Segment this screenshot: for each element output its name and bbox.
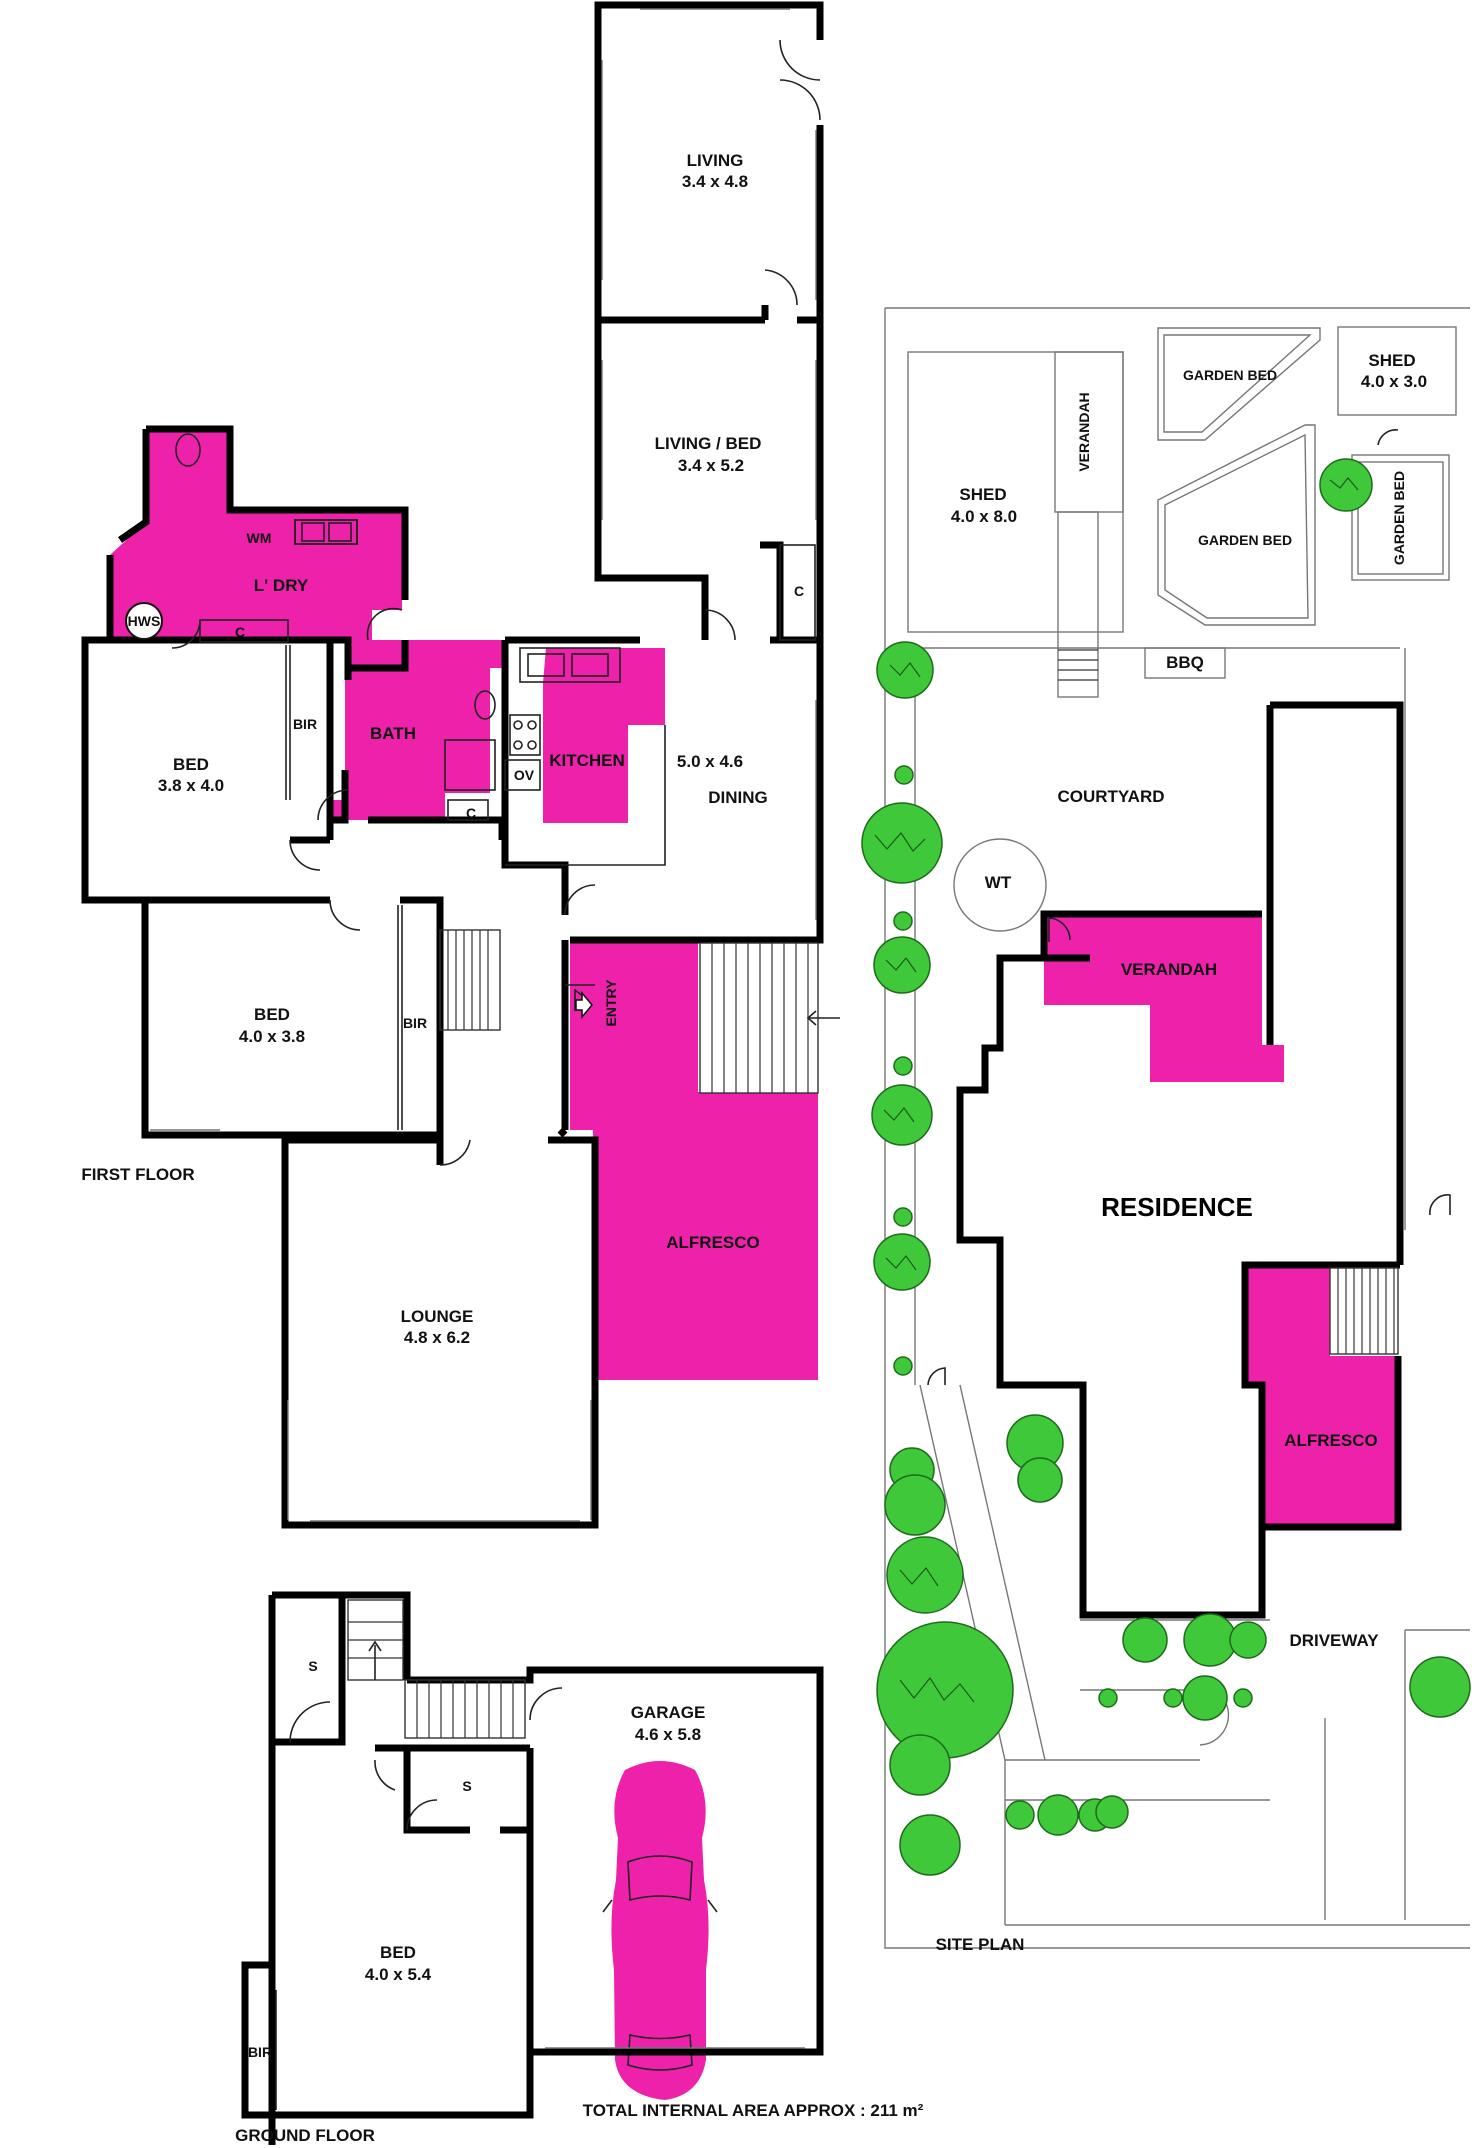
tree-icon [1183,1613,1237,1667]
bath-name: BATH [370,724,416,743]
shed-large-size: 4.0 x 8.0 [951,507,1017,526]
dining-name: DINING [708,788,768,807]
tree-icon [899,1814,961,1876]
shed-small-name: SHED [1368,351,1415,370]
tree-icon [1095,1795,1129,1829]
alfresco-label: ALFRESCO [666,1233,760,1252]
total-area: TOTAL INTERNAL AREA APPROX : 211 m² [583,2101,924,2120]
ground-floor-walls [241,1591,824,2145]
living-size: 3.4 x 4.8 [682,172,748,191]
shed-large-name: SHED [959,485,1006,504]
site-verandah-label: VERANDAH [1121,960,1217,979]
tree-icon [1229,1621,1267,1659]
lounge-size: 4.8 x 6.2 [404,1328,470,1347]
tree-icon [1037,1794,1079,1836]
wc-fill [146,429,230,514]
garage-size: 4.6 x 5.8 [635,1725,701,1744]
tree-icon [893,1356,913,1376]
site-alfresco-fill [1245,1265,1395,1527]
bed3-size: 4.0 x 5.4 [365,1965,432,1984]
site-verandah-fill [1044,914,1284,1082]
tree-icon [893,1207,913,1227]
first-floor-walls [81,1,824,1529]
tree-icon [1409,1656,1471,1718]
tree-icon [876,1621,1014,1759]
tree-icon [1006,1414,1064,1503]
highlight-fills [110,429,1395,2100]
living-bed-name: LIVING / BED [655,434,762,453]
wm-label: WM [247,530,272,546]
courtyard-label: COURTYARD [1057,787,1164,806]
garage-name: GARAGE [631,1703,706,1722]
hws-label: HWS [128,613,161,629]
garden-bed-1: GARDEN BED [1183,367,1277,383]
tree-icon [861,802,943,884]
car-icon [602,1761,718,2100]
kitchen-fill [543,648,665,823]
tree-icons [861,458,1471,1876]
bir3-label: BIR [248,2044,272,2060]
tree-icon [1233,1688,1253,1708]
kitchen-name: KITCHEN [549,751,625,770]
tree-icon [1098,1688,1118,1708]
tree-icon [889,1734,951,1796]
garden-bed-3: GARDEN BED [1391,471,1407,565]
tree-icon [884,1447,946,1536]
c-bath: C [466,805,476,821]
tree-icon [873,936,931,994]
bed3-name: BED [380,1943,416,1962]
site-alfresco-label: ALFRESCO [1284,1431,1378,1450]
tree-icon [876,641,934,699]
living-name: LIVING [687,151,744,170]
verandah-top-label: VERANDAH [1076,392,1092,471]
c-laundry: C [235,624,245,640]
dining-size: 5.0 x 4.6 [677,752,743,771]
living-bed-size: 3.4 x 5.2 [678,456,744,475]
tree-icon [1122,1617,1168,1663]
bed1-name: BED [173,755,209,774]
lounge-name: LOUNGE [401,1307,474,1326]
bbq-label: BBQ [1166,653,1204,672]
c-living: C [794,583,804,599]
bed2-size: 4.0 x 3.8 [239,1027,305,1046]
s1-label: S [308,1658,317,1674]
tree-icon [893,1056,913,1076]
garden-bed-2: GARDEN BED [1198,532,1292,548]
wt-label: WT [985,873,1012,892]
tree-icon [1319,458,1373,512]
bed1-size: 3.8 x 4.0 [158,776,224,795]
tree-icon [1163,1688,1183,1708]
entry-label: ENTRY [603,979,619,1027]
shed-small-size: 4.0 x 3.0 [1361,372,1427,391]
alfresco-fill [570,940,818,1380]
s2-label: S [462,1778,471,1794]
first-floor-title: FIRST FLOOR [81,1165,194,1184]
tree-icon [871,1084,933,1146]
tree-icon [893,911,913,931]
labels: LIVING 3.4 x 4.8 LIVING / BED 3.4 x 5.2 … [81,151,1427,2145]
tree-icon [886,1536,964,1614]
tree-icon [1182,1675,1228,1721]
first-floor-details [125,8,840,1522]
site-plan-title: SITE PLAN [936,1935,1025,1954]
ground-floor-title: GROUND FLOOR [235,2126,375,2145]
bir1-label: BIR [293,716,317,732]
ov-label: OV [514,767,535,783]
driveway-label: DRIVEWAY [1289,1631,1379,1650]
bed2-name: BED [254,1005,290,1024]
bath-fill [330,640,502,820]
laundry-name: L' DRY [254,576,309,595]
tree-icon [894,765,914,785]
bir2-label: BIR [403,1015,427,1031]
tree-icon [1005,1800,1035,1830]
residence-label: RESIDENCE [1101,1192,1253,1222]
tree-icon [873,1233,931,1291]
